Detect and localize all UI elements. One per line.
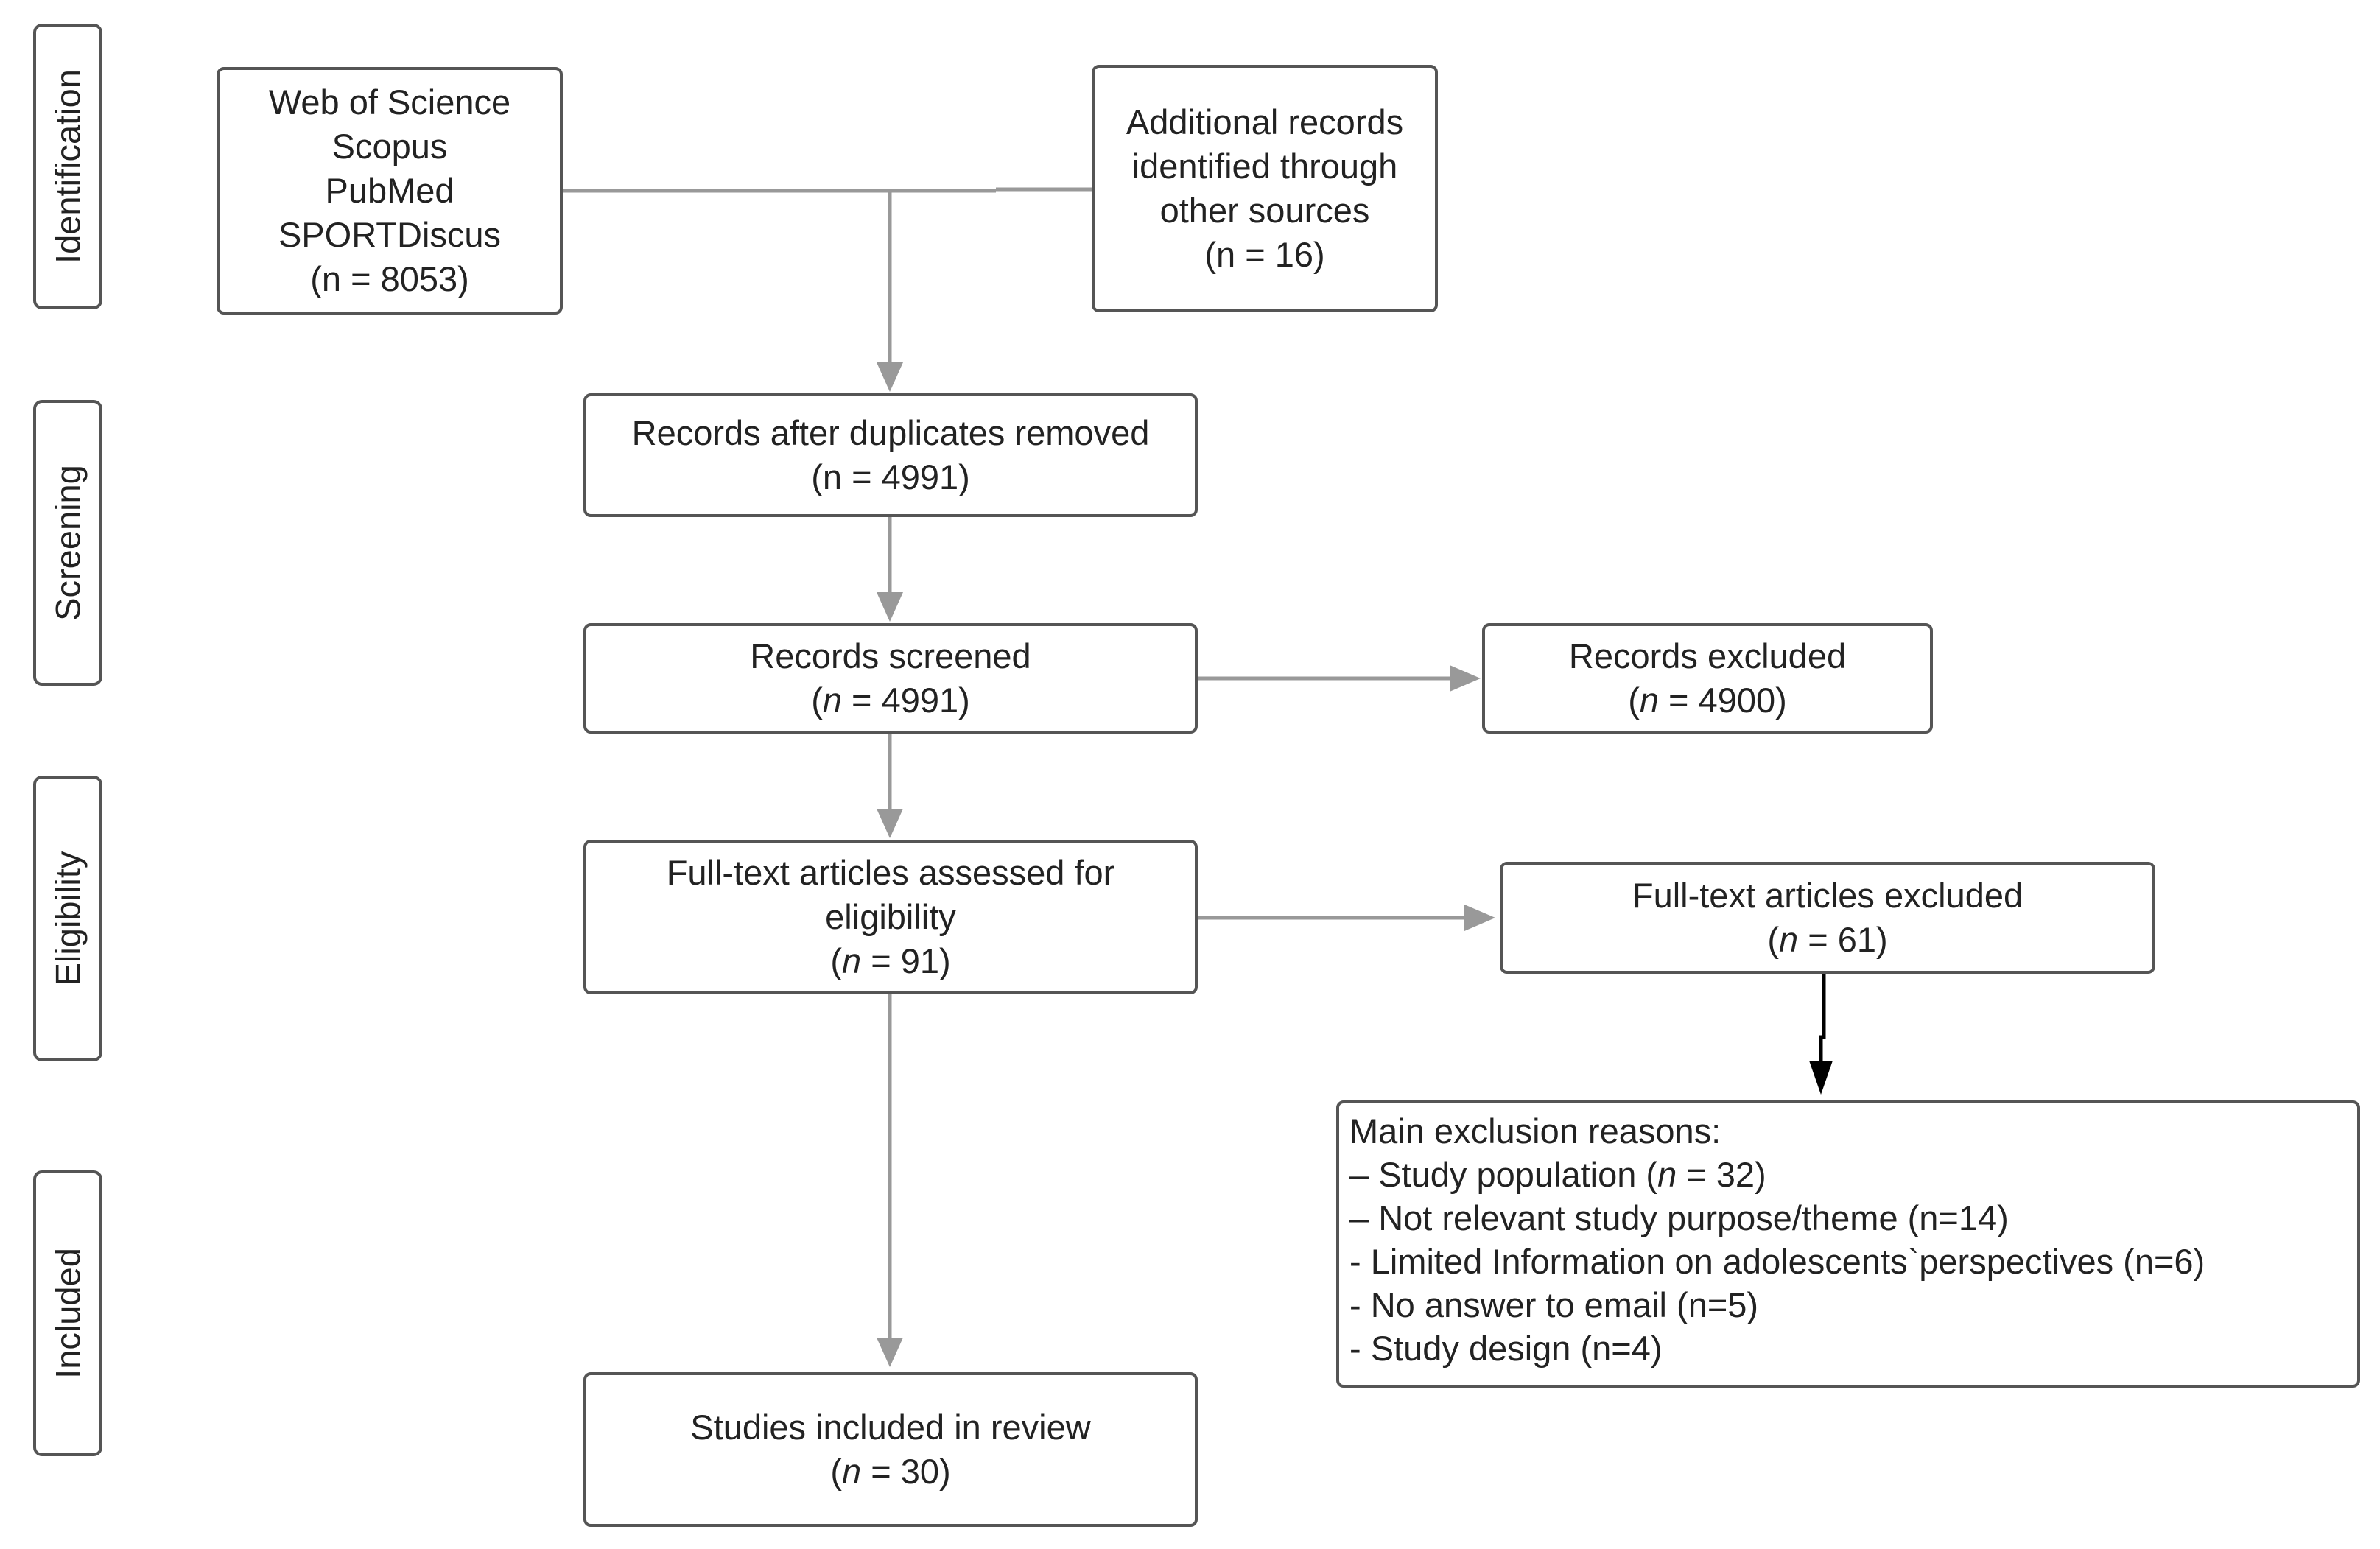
records-screened-box: Records screened (n = 4991) bbox=[583, 623, 1198, 734]
stage-identification-label: Identification bbox=[48, 69, 88, 264]
exclusion-reason-item: – Not relevant study purpose/theme (n=14… bbox=[1349, 1198, 2009, 1237]
stage-included: Included bbox=[33, 1170, 102, 1456]
arrowhead-fulltext-excluded bbox=[1464, 905, 1495, 931]
fulltext-excluded-label: Full-text articles excluded bbox=[1632, 876, 2023, 915]
additional-line-3: other sources bbox=[1159, 191, 1370, 230]
databases-box: Web of Science Scopus PubMed SPORTDiscus… bbox=[217, 67, 563, 315]
stage-included-label: Included bbox=[48, 1248, 88, 1379]
records-excluded-count: (n = 4900) bbox=[1628, 681, 1787, 720]
database-web-of-science: Web of Science bbox=[268, 82, 511, 122]
stage-screening-label: Screening bbox=[48, 465, 88, 621]
stage-screening: Screening bbox=[33, 400, 102, 686]
n-symbol: n bbox=[1639, 681, 1659, 720]
databases-count: (n = 8053) bbox=[310, 259, 469, 298]
n-symbol: n bbox=[842, 1452, 862, 1491]
arrowhead-screened bbox=[877, 592, 903, 622]
n-symbol: n bbox=[1779, 920, 1799, 959]
additional-line-2: identified through bbox=[1131, 147, 1398, 186]
exclusion-reason-item: - Limited Information on adolescents`per… bbox=[1349, 1242, 2205, 1281]
database-sportdiscus: SPORTDiscus bbox=[278, 215, 502, 254]
additional-line-1: Additional records bbox=[1126, 102, 1404, 141]
exclusion-reason-item: – Study population (n = 32) bbox=[1349, 1155, 1766, 1194]
exclusion-reason-item: - No answer to email (n=5) bbox=[1349, 1285, 1759, 1324]
fulltext-excluded-box: Full-text articles excluded (n = 61) bbox=[1500, 862, 2155, 974]
duplicates-removed-label: Records after duplicates removed bbox=[631, 413, 1150, 452]
records-excluded-box: Records excluded (n = 4900) bbox=[1482, 623, 1933, 734]
fulltext-excluded-count: (n = 61) bbox=[1767, 920, 1888, 959]
n-symbol: n bbox=[822, 681, 842, 720]
arrowhead-fulltext bbox=[877, 809, 903, 838]
stage-identification: Identification bbox=[33, 24, 102, 309]
arrowhead-duplicates bbox=[877, 362, 903, 392]
fulltext-assessed-box: Full-text articles assessed for eligibil… bbox=[583, 840, 1198, 994]
records-screened-count: (n = 4991) bbox=[811, 681, 970, 720]
additional-count: (n = 16) bbox=[1204, 235, 1325, 274]
duplicates-removed-count: (n = 4991) bbox=[811, 457, 970, 496]
exclusion-reason-item: - Study design (n=4) bbox=[1349, 1329, 1663, 1368]
n-symbol: n bbox=[1657, 1155, 1677, 1194]
studies-included-label: Studies included in review bbox=[690, 1408, 1091, 1447]
fulltext-assessed-count: (n = 91) bbox=[830, 941, 951, 980]
stage-eligibility-label: Eligibility bbox=[48, 851, 88, 986]
stage-eligibility: Eligibility bbox=[33, 776, 102, 1061]
studies-included-count: (n = 30) bbox=[830, 1452, 951, 1491]
records-excluded-label: Records excluded bbox=[1568, 636, 1847, 675]
database-scopus: Scopus bbox=[331, 127, 448, 166]
exclusion-reasons-box: Main exclusion reasons: – Study populati… bbox=[1336, 1100, 2360, 1388]
fulltext-assessed-line-1: Full-text articles assessed for bbox=[666, 853, 1115, 892]
additional-records-box: Additional records identified through ot… bbox=[1092, 65, 1438, 312]
exclusion-reasons-title: Main exclusion reasons: bbox=[1349, 1111, 1721, 1151]
arrowhead-included bbox=[877, 1338, 903, 1367]
duplicates-removed-box: Records after duplicates removed (n = 49… bbox=[583, 393, 1198, 517]
database-pubmed: PubMed bbox=[325, 171, 454, 210]
records-screened-label: Records screened bbox=[750, 636, 1031, 675]
arrowhead-excluded bbox=[1450, 665, 1481, 692]
arrowhead-reasons bbox=[1809, 1061, 1833, 1095]
fulltext-assessed-line-2: eligibility bbox=[825, 897, 956, 936]
studies-included-box: Studies included in review (n = 30) bbox=[583, 1372, 1198, 1527]
connector-down-to-reasons bbox=[1819, 974, 1826, 1068]
n-symbol: n bbox=[842, 941, 862, 980]
